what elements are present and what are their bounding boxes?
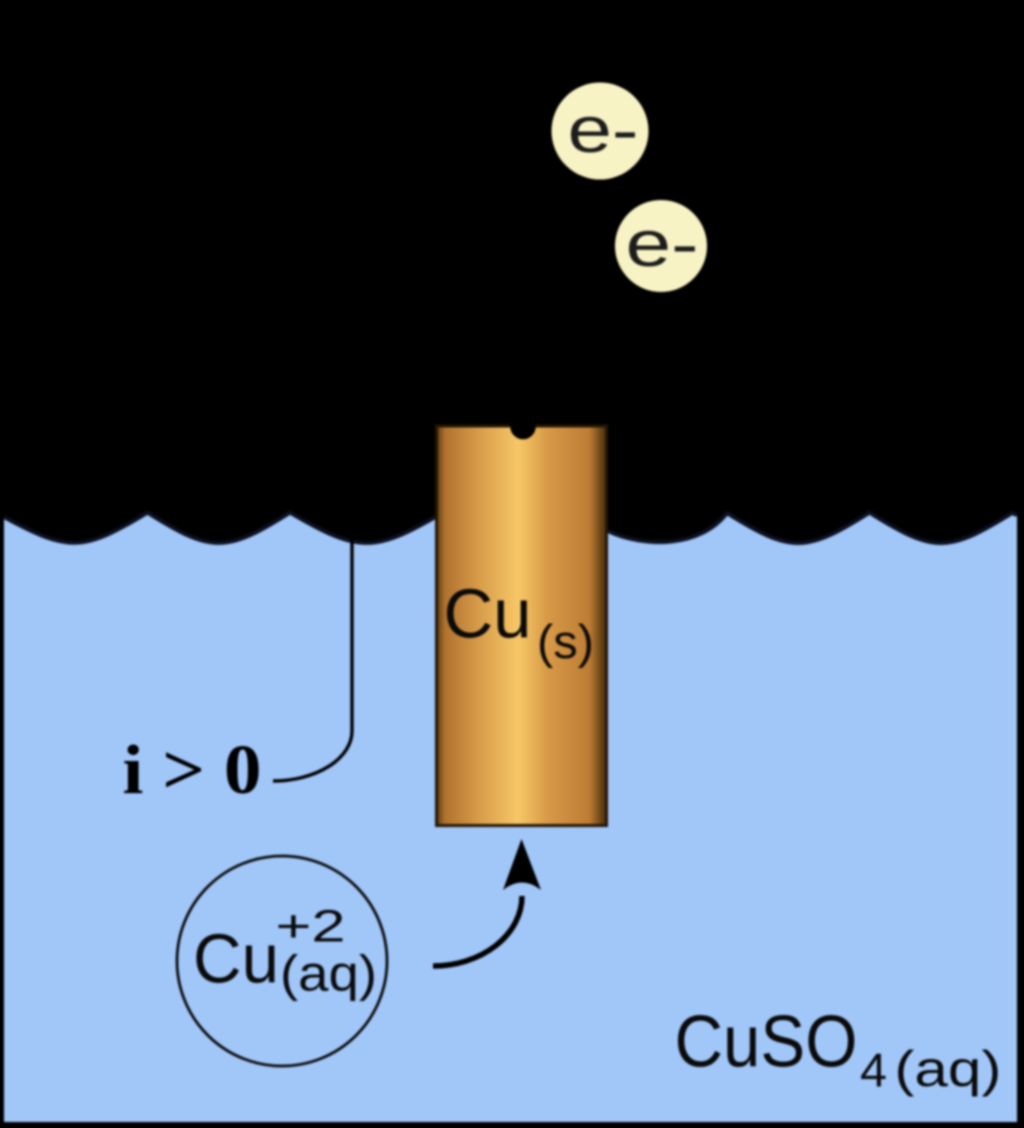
svg-text:Cu: Cu <box>444 575 532 653</box>
svg-text:(s): (s) <box>537 615 594 668</box>
svg-text:i > 0: i > 0 <box>123 732 262 809</box>
svg-text:(aq): (aq) <box>280 946 377 1002</box>
svg-text:(aq): (aq) <box>894 1041 1001 1097</box>
svg-text:+2: +2 <box>276 900 346 951</box>
svg-text:4: 4 <box>860 1044 887 1097</box>
svg-text:e-: e- <box>568 93 639 166</box>
svg-text:Cu: Cu <box>193 919 279 997</box>
svg-text:CuSO: CuSO <box>675 1002 858 1083</box>
svg-text:e-: e- <box>626 207 699 280</box>
